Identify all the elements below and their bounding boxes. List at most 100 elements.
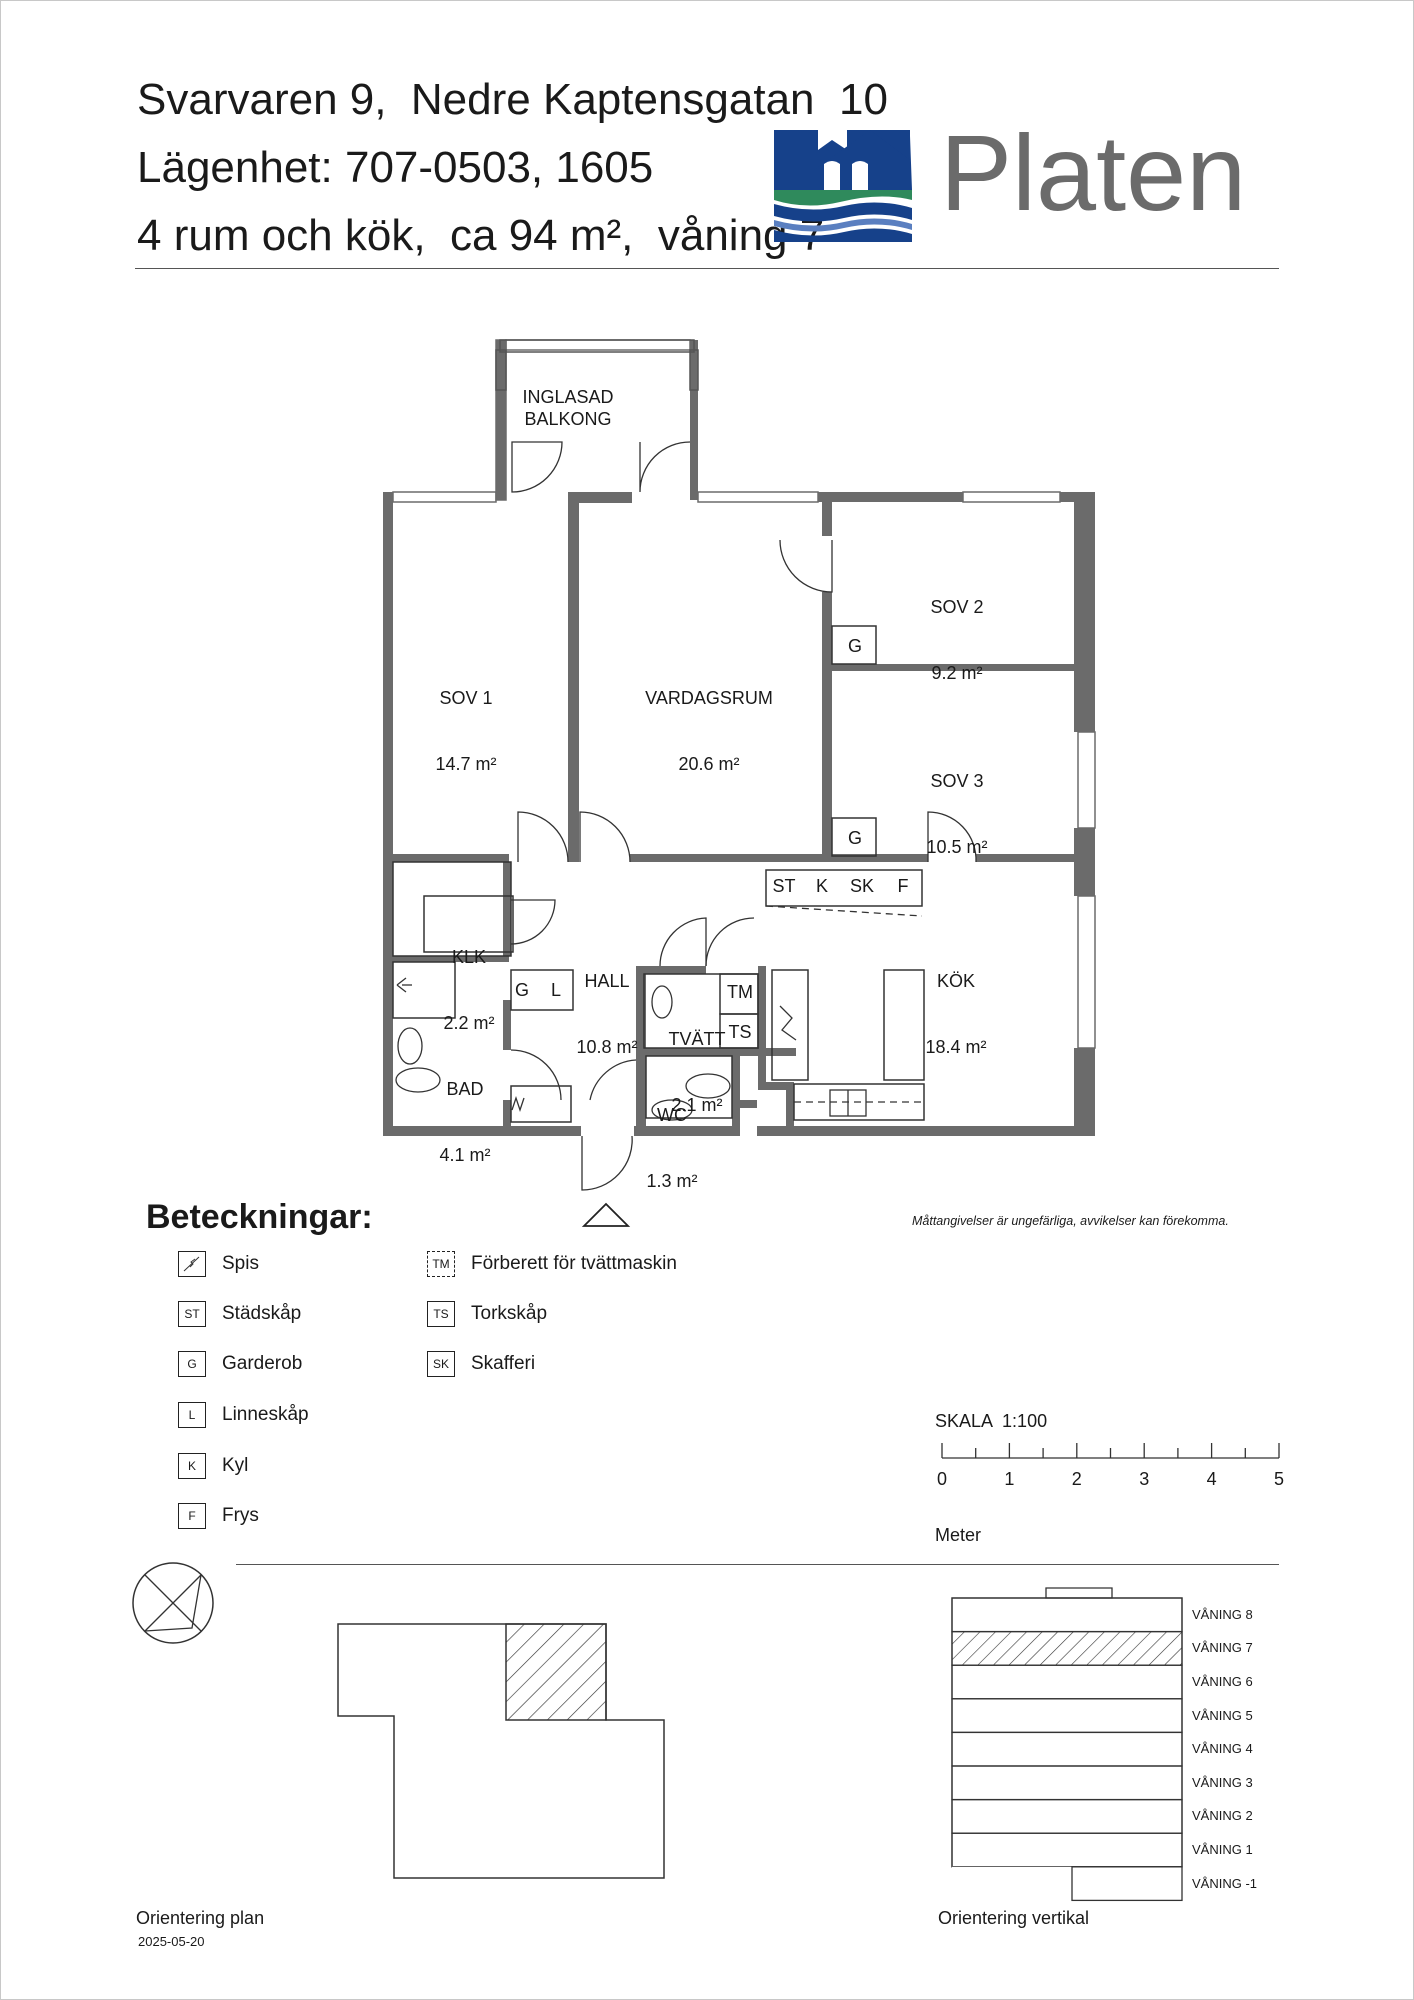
room-sov3: SOV 3 10.5 m² — [926, 726, 987, 902]
floor-label: VÅNING 1 — [1192, 1842, 1253, 1857]
room-sov2: SOV 2 9.2 m² — [930, 552, 983, 728]
legend-code: SK — [427, 1351, 455, 1377]
legend-code: G — [178, 1351, 206, 1377]
scale-title: SKALA 1:100 — [935, 1411, 1048, 1431]
room-name: KÖK — [936, 971, 975, 991]
orientation-vertical-drawing — [951, 1587, 1183, 1902]
kitchen-dashed-lines — [765, 905, 924, 1103]
orientation-plan-label: Orientering plan — [136, 1908, 265, 1928]
floor-label: VÅNING -1 — [1192, 1875, 1258, 1891]
room-name: SOV 3 — [930, 771, 984, 791]
platen-logo: Platen — [774, 130, 1246, 242]
legend-label: Kyl — [222, 1455, 249, 1476]
stove-icon — [178, 1251, 206, 1277]
floor-label: VÅNING 8 — [1192, 1606, 1253, 1622]
room-name: BAD — [446, 1079, 484, 1099]
scale-tick-label: 0 — [937, 1469, 947, 1489]
fixture-g-sov3: G — [848, 828, 862, 848]
legend-item-skafferi: SK Skafferi — [427, 1349, 535, 1379]
legend-label: Skafferi — [471, 1353, 536, 1374]
room-sov1: SOV 1 14.7 m² — [435, 643, 496, 819]
glazed-balcony — [495, 339, 699, 391]
bathroom-fixtures — [395, 977, 867, 1121]
scale-tick-label: 5 — [1274, 1469, 1284, 1489]
room-kok: KÖK 18.4 m² — [925, 926, 986, 1102]
legend-label: Förberett för tvättmaskin — [471, 1253, 677, 1274]
room-name: KLK — [451, 947, 487, 967]
fixture-tm: TM — [727, 982, 753, 1002]
floor-label: VÅNING 5 — [1192, 1707, 1253, 1723]
floor-rows — [951, 1597, 1183, 1902]
room-klk: KLK 2.2 m² — [443, 902, 494, 1078]
scale-tick-label: 3 — [1139, 1469, 1149, 1489]
legend-label: Spis — [222, 1253, 259, 1274]
legend-code: TM — [427, 1251, 455, 1277]
exterior-walls — [383, 340, 1095, 1136]
scale-bar: 0 1 2 3 4 5 — [937, 1443, 1284, 1489]
legend-label: Städskåp — [222, 1303, 302, 1324]
floor-row — [951, 1698, 1183, 1734]
floor-label: VÅNING 6 — [1192, 1674, 1253, 1689]
room-area: 20.6 m² — [678, 754, 740, 774]
room-name: TVÄTT — [668, 1029, 726, 1049]
orientation-plan-drawing — [337, 1623, 665, 1879]
apartment-number: Lägenhet: 707-0503, 1605 — [137, 143, 654, 192]
floor-label: VÅNING 4 — [1192, 1741, 1253, 1757]
room-name: SOV 2 — [930, 597, 984, 617]
legend-item-torkskap: TS Torkskåp — [427, 1299, 547, 1329]
scale-ticks — [941, 1443, 1280, 1459]
fixture-k: K — [816, 876, 828, 896]
legend-item-garderob: G Garderob — [178, 1349, 302, 1379]
legend-code: F — [178, 1503, 206, 1529]
interior-lines — [392, 625, 925, 1123]
fixture-codes: G G G L ST K SK F TM TS — [515, 636, 909, 1042]
room-area: 2.2 m² — [443, 1013, 495, 1033]
legend-item-stadskap: ST Städskåp — [178, 1299, 301, 1329]
orientation-vertical-label: Orientering vertikal — [938, 1908, 1090, 1928]
legend-item-spis: Spis — [178, 1249, 259, 1279]
floor-row — [951, 1664, 1183, 1700]
room-area: 4.1 m² — [439, 1145, 491, 1165]
legend-item-frys: F Frys — [178, 1501, 259, 1531]
floor-label: VÅNING 2 — [1192, 1808, 1253, 1824]
orientation-divider — [236, 1564, 1279, 1565]
room-area: 9.2 m² — [931, 663, 983, 683]
legend-label: Linneskåp — [222, 1404, 309, 1425]
room-tvatt: TVÄTT 2.1 m² — [669, 984, 726, 1160]
fixture-sk: SK — [850, 876, 874, 896]
current-floor-row — [951, 1630, 1183, 1666]
building-outline — [337, 1623, 665, 1879]
room-area: 1.3 m² — [646, 1171, 698, 1191]
room-vardagsrum: VARDAGSRUM 20.6 m² — [645, 643, 773, 819]
entrance-arrow-icon — [581, 1202, 631, 1227]
room-area: 10.5 m² — [926, 837, 988, 857]
legend-code: K — [178, 1453, 206, 1479]
scale-tick-label: 1 — [1004, 1469, 1014, 1489]
legend-item-kyl: K Kyl — [178, 1451, 248, 1481]
apartment-location-hatch — [505, 1623, 607, 1721]
scale-tick-label: 4 — [1207, 1469, 1217, 1489]
header-divider — [135, 268, 1279, 269]
north-arrow-compass-icon — [132, 1562, 214, 1644]
room-bad: BAD 4.1 m² — [439, 1034, 490, 1210]
room-hall: HALL 10.8 m² — [576, 926, 637, 1102]
floor-row — [951, 1731, 1183, 1767]
fixture-g-hall: G — [515, 980, 529, 1000]
room-inglasad-balkong: INGLASAD BALKONG — [522, 387, 614, 429]
door-swings — [510, 441, 977, 1191]
measurement-disclaimer: Måttangivelser är ungefärliga, avvikelse… — [912, 1214, 1229, 1228]
fixture-g-sov2: G — [848, 636, 862, 656]
room-area: 14.7 m² — [435, 754, 497, 774]
room-area: 10.8 m² — [576, 1037, 638, 1057]
floor-row — [951, 1798, 1183, 1834]
legend-title: Beteckningar: — [146, 1198, 373, 1236]
scale-tick-label: 2 — [1072, 1469, 1082, 1489]
legend-code: TS — [427, 1301, 455, 1327]
scale-unit: Meter — [935, 1525, 982, 1545]
legend-label: Frys — [222, 1505, 259, 1526]
logo-house-icon — [774, 130, 912, 242]
floor-row — [951, 1765, 1183, 1801]
legend-item-tvattmaskin: TM Förberett för tvättmaskin — [427, 1249, 677, 1279]
windows — [392, 339, 1096, 1049]
legend-code: ST — [178, 1301, 206, 1327]
